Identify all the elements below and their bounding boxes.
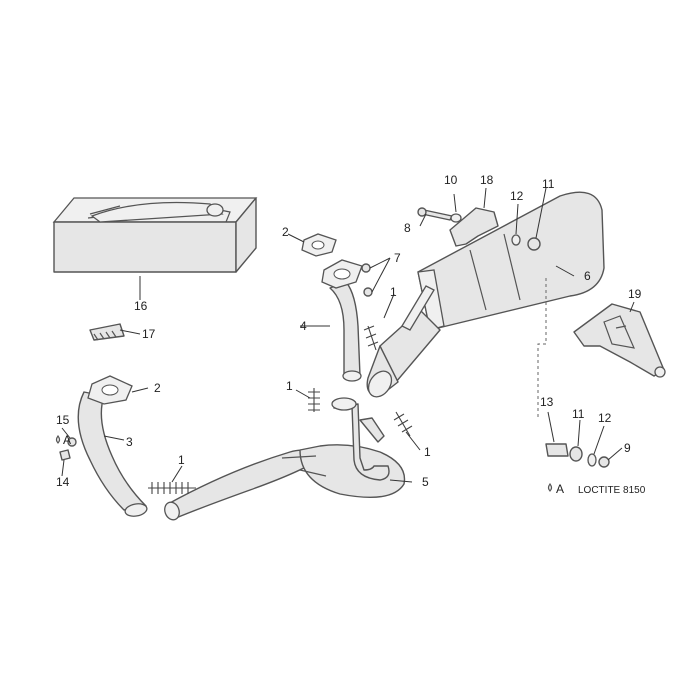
washer-12-upper: [511, 234, 521, 246]
legend-loctite: LOCTITE 8150: [578, 485, 646, 496]
label-5: 5: [422, 475, 429, 489]
washer-12-lower: [587, 453, 597, 467]
loctite-legend: A LOCTITE 8150: [547, 482, 646, 496]
label-12-lower: 12: [598, 411, 612, 425]
silencer-6: [366, 191, 605, 398]
spring-1-left: [148, 482, 196, 494]
label-16: 16: [134, 299, 148, 313]
label-13: 13: [540, 395, 554, 409]
spacer-13: [545, 443, 569, 457]
bracket-19: [573, 303, 666, 378]
flange-gasket-2-upper: [301, 233, 337, 257]
label-11-upper: 11: [542, 177, 555, 191]
fastener-14: [59, 449, 71, 461]
threadlocker-marker-left: A: [55, 433, 71, 447]
washer-10: [450, 213, 462, 223]
label-2-lower: 2: [154, 381, 161, 395]
label-4: 4: [300, 319, 307, 333]
nuts-7: [361, 263, 373, 297]
label-6: 6: [584, 269, 591, 283]
label-15: 15: [56, 413, 70, 427]
bolt-8: [417, 207, 453, 221]
label-8: 8: [404, 221, 411, 235]
label-7: 7: [394, 251, 401, 265]
clip-part-17: [89, 323, 125, 341]
label-17: 17: [142, 327, 156, 341]
label-3: 3: [126, 435, 133, 449]
label-19: 19: [628, 287, 642, 301]
collector-pipe-5: [164, 397, 406, 521]
label-1-upper: 1: [390, 285, 397, 299]
leader-lines: [61, 187, 635, 483]
spring-1-middle: [308, 388, 320, 412]
label-1-left: 1: [178, 453, 185, 467]
exhaust-pipe-4: [321, 259, 363, 382]
bracket-18: [449, 207, 499, 247]
label-2-upper: 2: [282, 225, 289, 239]
label-18: 18: [480, 173, 494, 187]
spring-1-upper: [363, 325, 379, 351]
fastener-15: [67, 437, 77, 447]
kit-box: [52, 197, 258, 273]
spring-1-right: [393, 411, 413, 437]
part-labels: 16 17 2 7 4 1 1 1 5 6 8 10 18 12 11 19 1…: [56, 173, 642, 489]
nut-9: [598, 456, 610, 468]
label-1-middle: 1: [286, 379, 293, 393]
label-11-lower: 11: [572, 407, 585, 421]
threadlocker-a-left: A: [63, 433, 71, 447]
bushing-11-lower: [569, 446, 583, 462]
label-1-right: 1: [424, 445, 431, 459]
label-12-upper: 12: [510, 189, 524, 203]
bushing-11-upper: [527, 237, 541, 251]
label-14: 14: [56, 475, 70, 489]
label-10: 10: [444, 173, 458, 187]
label-9: 9: [624, 441, 631, 455]
legend-a: A: [556, 482, 564, 496]
exhaust-pipe-3: [77, 375, 148, 517]
